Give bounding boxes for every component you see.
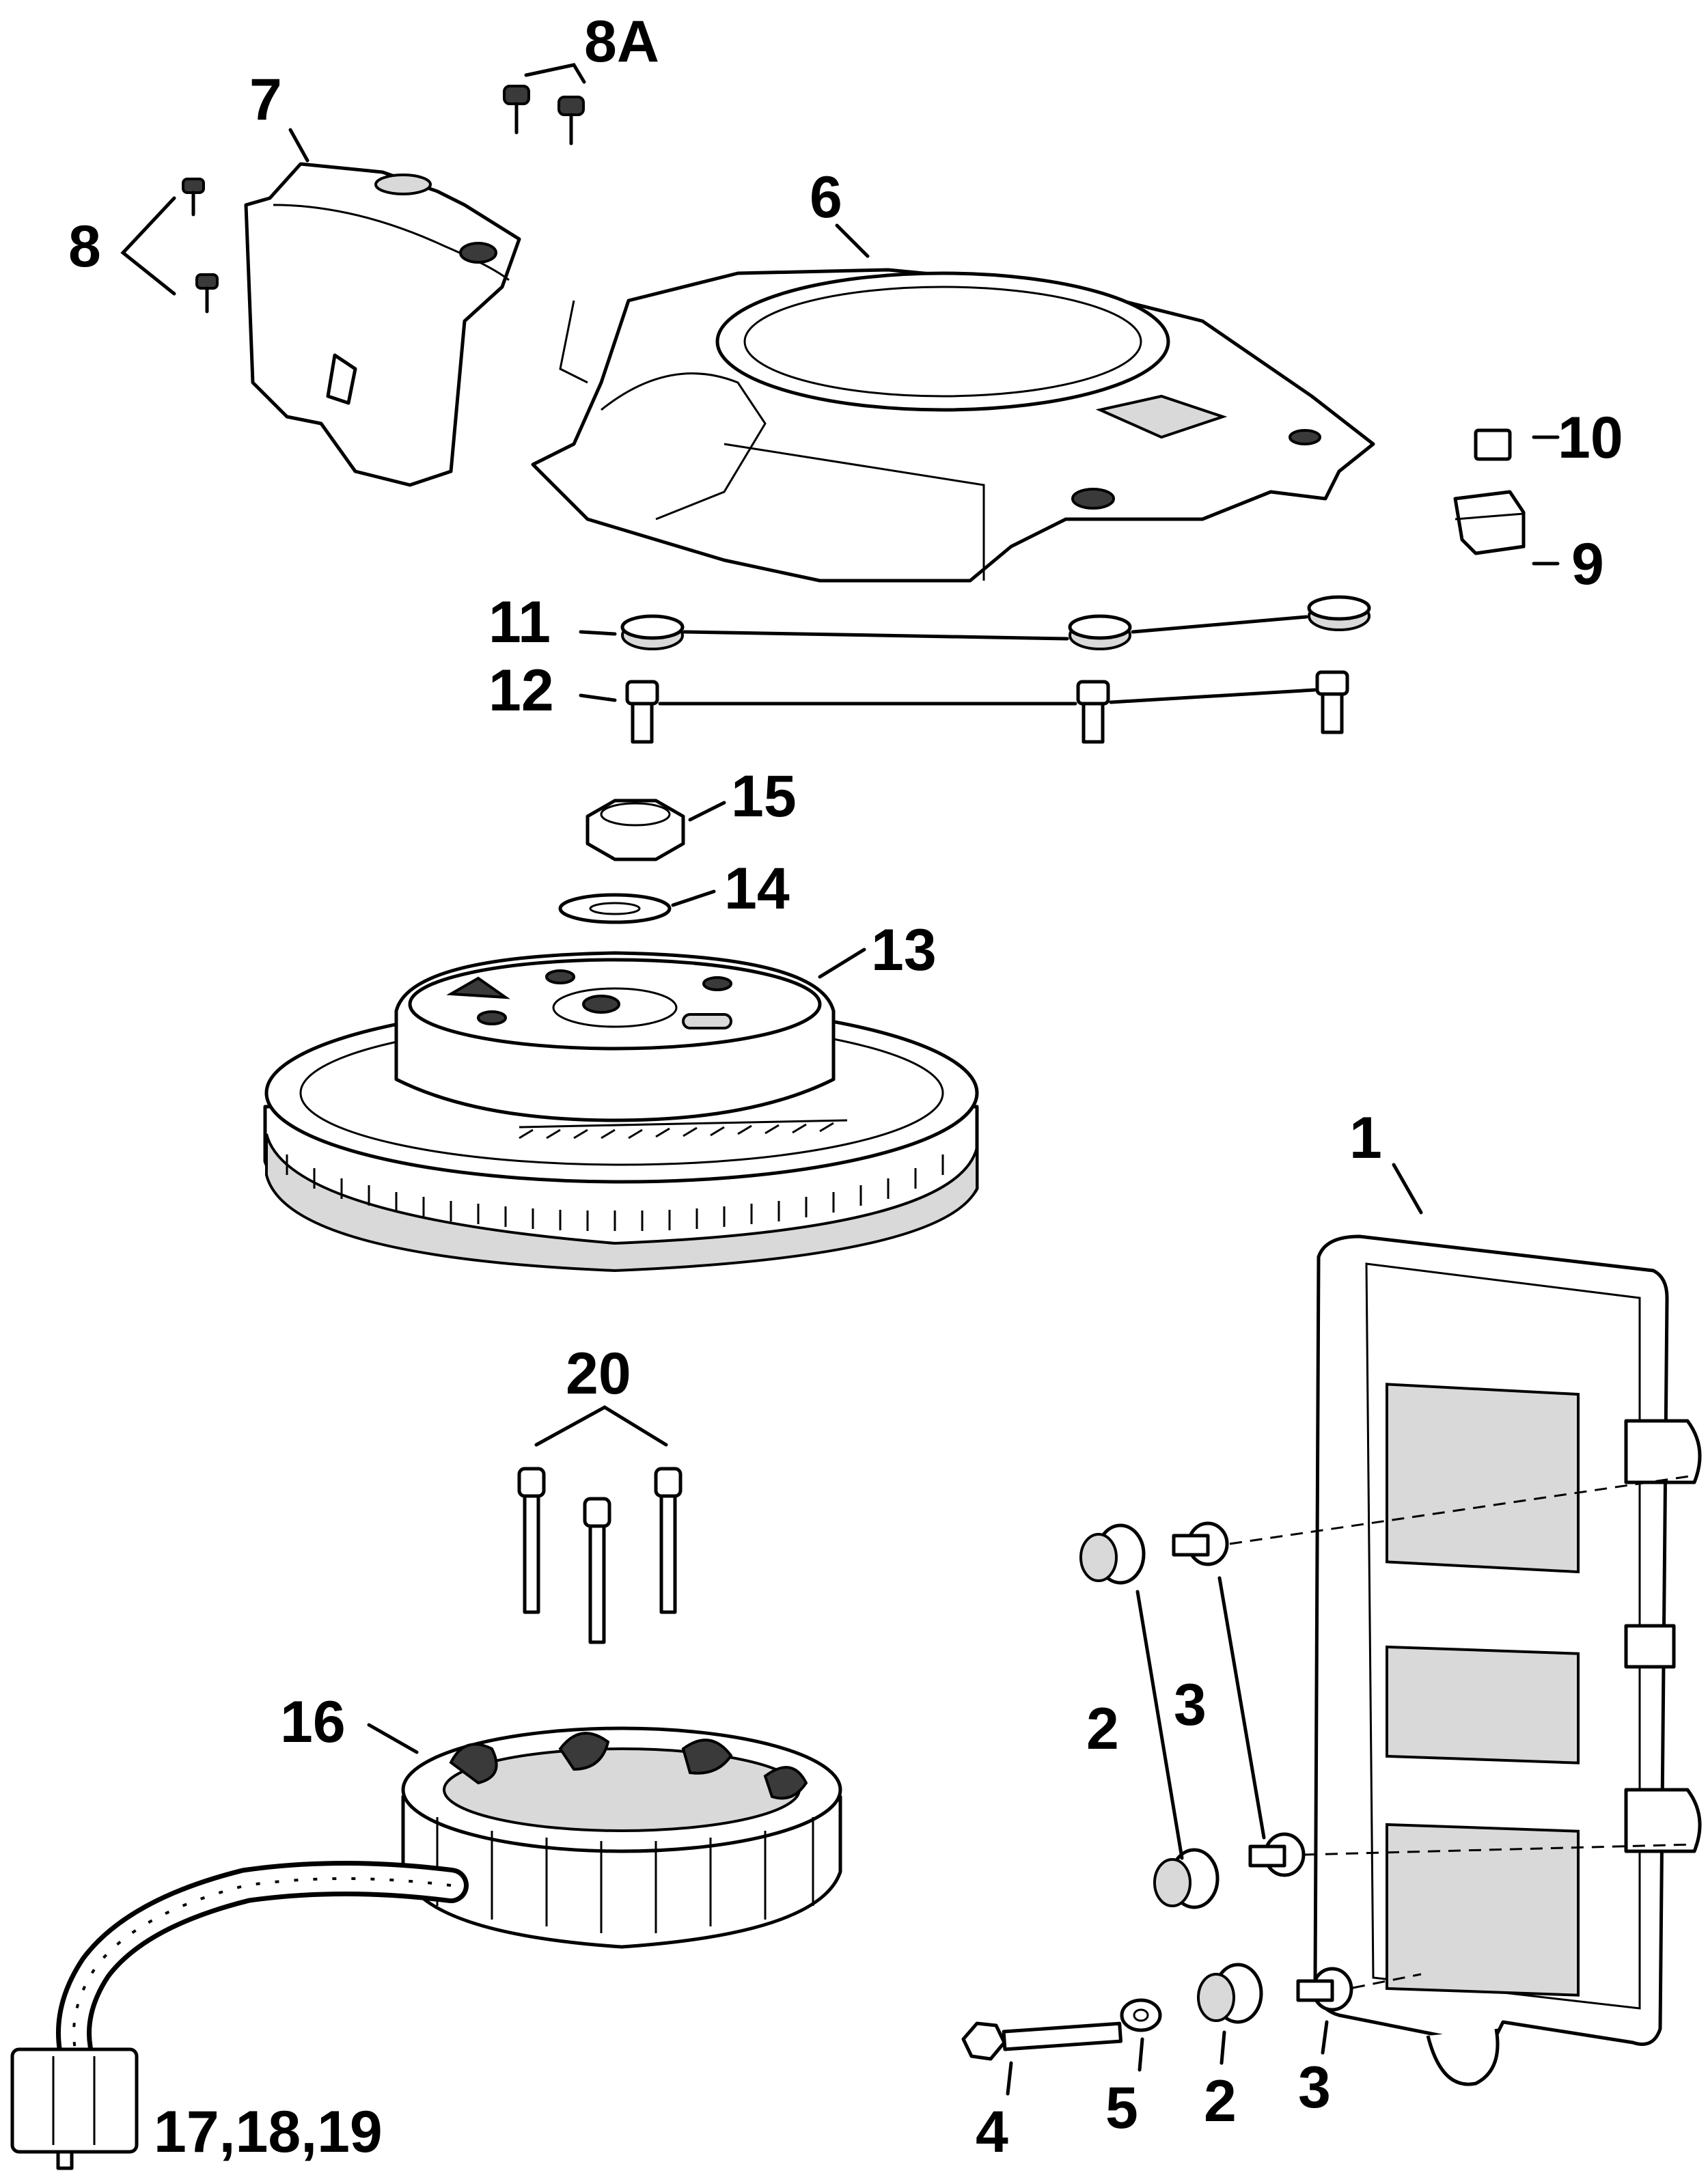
callout-10: 10 <box>1558 405 1623 471</box>
leader-6 <box>835 223 870 258</box>
grommet-part-2-middle <box>1153 1848 1220 1909</box>
callout-9: 9 <box>1571 531 1604 597</box>
leader-11-link-b <box>1131 615 1308 634</box>
callout-3b: 3 <box>1298 2055 1331 2120</box>
fuse-holder-part-9 <box>1453 490 1526 555</box>
leader-3b <box>1321 2020 1329 2055</box>
washer-part-14 <box>558 893 672 924</box>
callout-14: 14 <box>724 856 790 922</box>
leader-8a <box>524 63 586 84</box>
wire-harness <box>56 1861 469 2067</box>
leader-11 <box>579 630 617 636</box>
nut-part-15 <box>586 799 685 861</box>
callout-20: 20 <box>566 1341 631 1407</box>
ring-gear-teeth <box>286 1154 944 1231</box>
connector-part-17-18-19 <box>10 2047 139 2170</box>
callout-2a: 2 <box>1086 1696 1119 1762</box>
cover-part-7 <box>244 162 521 487</box>
sleeve-part-3-middle <box>1248 1832 1306 1877</box>
leader-20 <box>534 1405 668 1447</box>
callout-17-18-19: 17,18,19 <box>154 2099 383 2165</box>
washer-part-5 <box>1120 1998 1162 2032</box>
leader-12-link-b <box>1109 688 1317 704</box>
callout-13: 13 <box>871 917 937 983</box>
leader-4 <box>1006 2061 1013 2096</box>
leader-5 <box>1138 2037 1144 2072</box>
leader-1 <box>1392 1163 1423 1215</box>
screws-part-20 <box>517 1467 683 1644</box>
alignment-line-upper <box>1229 1474 1695 1545</box>
control-module-part-1 <box>1313 1234 1702 2086</box>
leader-13 <box>818 947 866 979</box>
leader-7 <box>288 128 309 163</box>
leader-15 <box>688 801 726 822</box>
leader-3a <box>1217 1576 1266 1840</box>
flywheel-cover-part-6 <box>531 268 1375 583</box>
leader-16 <box>367 1723 419 1754</box>
screws-part-8 <box>182 178 219 314</box>
alignment-line-bottom <box>1352 1973 1422 1989</box>
grommet-part-2-lower <box>1197 1963 1263 2024</box>
callout-8a: 8A <box>584 9 659 74</box>
leader-14 <box>671 889 716 907</box>
sleeve-part-3-upper <box>1172 1521 1229 1566</box>
screws-part-8a <box>503 85 585 146</box>
flywheel-part-13 <box>263 951 979 1273</box>
callout-11: 11 <box>488 590 551 655</box>
grommets-part-11 <box>620 595 1371 650</box>
bolt-part-4 <box>961 2021 1122 2061</box>
leader-8 <box>120 196 176 296</box>
callout-16: 16 <box>280 1689 346 1755</box>
leader-12 <box>579 693 617 702</box>
callout-8: 8 <box>68 214 101 279</box>
callout-3a: 3 <box>1174 1672 1207 1738</box>
callout-2b: 2 <box>1204 2068 1237 2134</box>
callout-5: 5 <box>1105 2075 1138 2141</box>
bolts-part-12 <box>625 670 1349 744</box>
callout-12: 12 <box>488 658 554 723</box>
leader-11-link-a <box>683 630 1069 641</box>
sleeve-part-3-lower <box>1296 1967 1353 2012</box>
callout-1: 1 <box>1349 1105 1382 1171</box>
fuse-part-10 <box>1474 428 1512 461</box>
alignment-line-lower <box>1304 1843 1695 1856</box>
callout-15: 15 <box>731 764 797 829</box>
stator-part-16 <box>401 1726 842 1949</box>
callout-4: 4 <box>976 2099 1008 2165</box>
callout-6: 6 <box>810 165 842 230</box>
leader-2a <box>1135 1590 1184 1860</box>
callout-7: 7 <box>249 67 282 133</box>
leader-2b <box>1220 2030 1226 2065</box>
grommet-part-2-upper <box>1079 1523 1146 1585</box>
